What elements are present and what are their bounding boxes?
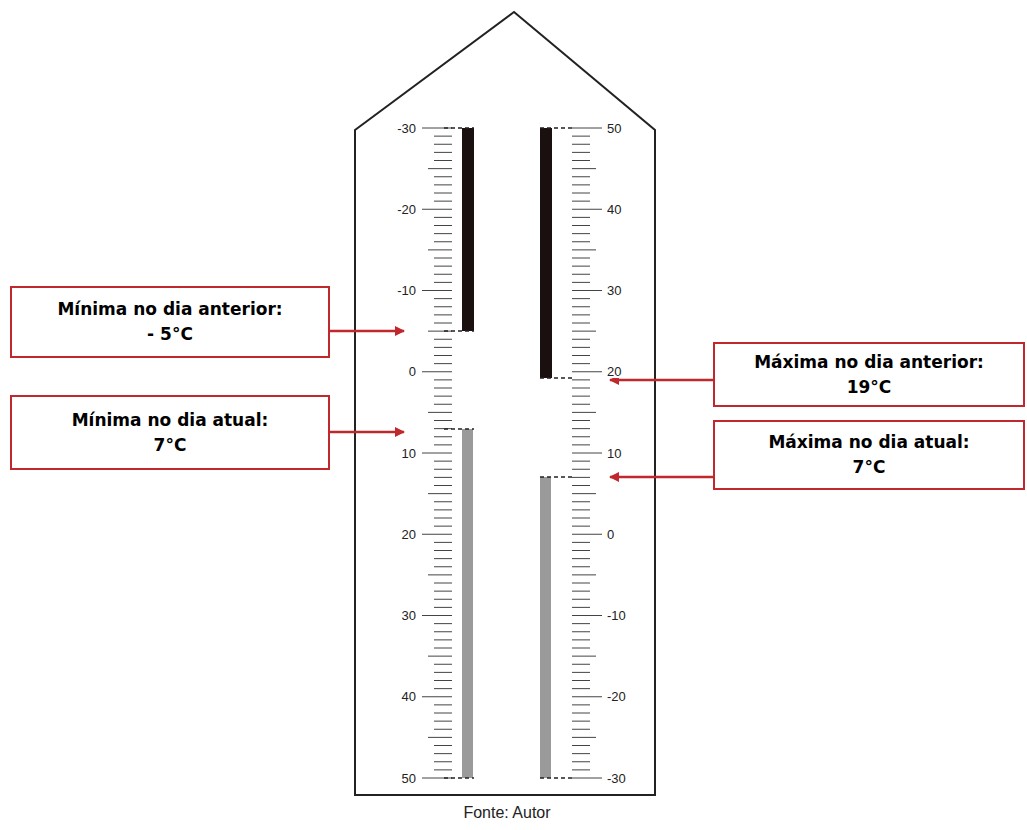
scale-number: 30	[400, 609, 418, 622]
callout-heading: Máxima no dia anterior:	[754, 350, 984, 375]
scale-number: 0	[407, 365, 418, 378]
scale-number: 50	[400, 772, 418, 785]
min-column-current	[462, 429, 473, 778]
callout-value: 19°C	[847, 375, 892, 400]
thermometer-housing	[355, 12, 655, 795]
max-index-previous	[540, 128, 552, 378]
callout-box: Máxima no dia anterior:19°C	[713, 342, 1025, 407]
callout-box: Mínima no dia atual:7°C	[10, 395, 330, 470]
callout-heading: Máxima no dia atual:	[768, 430, 969, 455]
scale-number: 0	[605, 528, 616, 541]
scale-number: 10	[605, 447, 623, 460]
callout-heading: Mínima no dia anterior:	[57, 297, 282, 322]
scale-number: 40	[605, 203, 623, 216]
scale-number: 20	[605, 365, 623, 378]
scale-number: 30	[605, 284, 623, 297]
source-caption: Fonte: Autor	[463, 804, 550, 822]
min-index-previous	[462, 128, 474, 331]
callout-value: - 5°C	[147, 322, 193, 347]
reading-dashes	[444, 128, 572, 778]
leader-arrows	[330, 331, 713, 477]
callout-value: 7°C	[154, 433, 187, 458]
scale-number: -10	[605, 609, 628, 622]
scale-number: -30	[395, 122, 418, 135]
callout-value: 7°C	[853, 455, 886, 480]
callout-box: Máxima no dia atual:7°C	[713, 420, 1025, 490]
scale-number: 50	[605, 122, 623, 135]
scale-number: 20	[400, 528, 418, 541]
callout-box: Mínima no dia anterior:- 5°C	[10, 286, 330, 358]
scale-number: 40	[400, 690, 418, 703]
scale-number: -30	[605, 772, 628, 785]
max-column-current	[540, 477, 551, 778]
scale-number: -20	[395, 203, 418, 216]
scale-number: 10	[400, 447, 418, 460]
scale-ticks	[422, 128, 602, 778]
scale-number: -20	[605, 690, 628, 703]
callout-heading: Mínima no dia atual:	[72, 408, 269, 433]
scale-number: -10	[395, 284, 418, 297]
